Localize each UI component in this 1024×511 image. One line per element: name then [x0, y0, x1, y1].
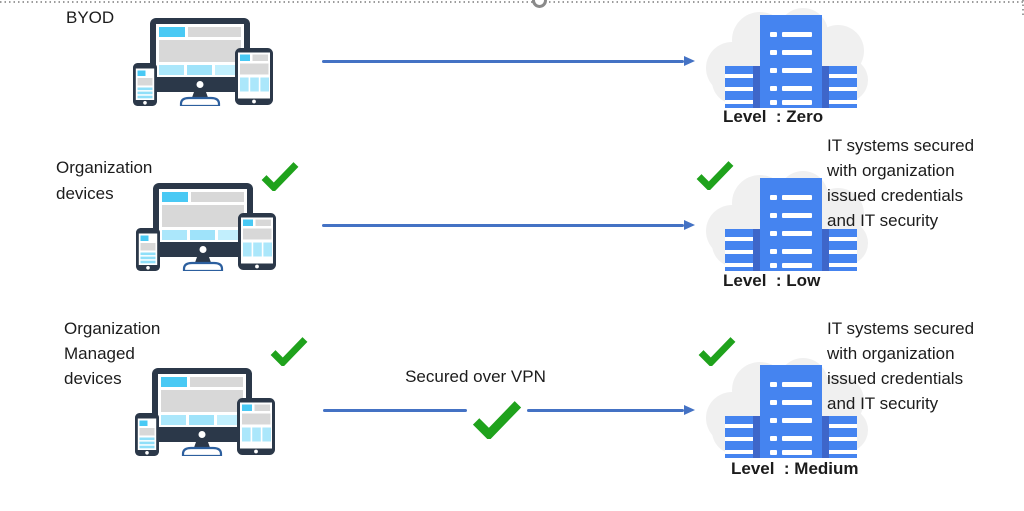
level-low-label[interactable]: Level : Low [723, 271, 821, 290]
devices-icon[interactable] [135, 368, 275, 456]
devices-icon[interactable] [133, 18, 273, 106]
label-line: BYOD [66, 8, 115, 27]
secured-over-vpn-label[interactable]: Secured over VPN [405, 367, 546, 386]
right-arrow-line-right-segment[interactable] [527, 409, 684, 412]
right-arrow-line-left-segment[interactable] [323, 409, 467, 412]
it-systems-description[interactable]: IT systems secured with organization iss… [827, 133, 974, 233]
checkmark-icon [472, 401, 522, 439]
organization-devices-label[interactable]: Organization devices [56, 155, 152, 207]
right-arrow-line[interactable] [322, 60, 684, 63]
description-line: and IT security [827, 211, 939, 230]
right-arrow-head-icon [684, 405, 695, 415]
description-line: with organization [827, 344, 955, 363]
right-arrow-head-icon [684, 220, 695, 230]
byod-label[interactable]: BYOD [66, 5, 114, 31]
devices-icon[interactable] [136, 183, 276, 271]
it-systems-description[interactable]: IT systems secured with organization iss… [827, 316, 974, 416]
placeholder-dashed-border-right [1022, 0, 1024, 17]
organization-managed-devices-label[interactable]: Organization Managed devices [64, 316, 160, 391]
right-arrow-head-icon [684, 56, 695, 66]
selection-handle[interactable] [532, 0, 547, 8]
description-line: with organization [827, 161, 955, 180]
description-line: IT systems secured [827, 136, 975, 155]
label-line: Managed [64, 344, 135, 363]
label-line: devices [64, 369, 122, 388]
description-line: and IT security [827, 394, 939, 413]
cloud-server-icon[interactable] [700, 6, 870, 110]
right-arrow-line[interactable] [322, 224, 684, 227]
label-line: devices [56, 184, 114, 203]
level-zero-label[interactable]: Level : Zero [723, 107, 824, 126]
label-line: Organization [64, 319, 161, 338]
checkmark-icon [261, 162, 299, 191]
description-line: issued credentials [827, 369, 964, 388]
level-medium-label[interactable]: Level : Medium [731, 459, 859, 478]
description-line: issued credentials [827, 186, 964, 205]
label-line: Organization [56, 158, 153, 177]
description-line: IT systems secured [827, 319, 975, 338]
placeholder-dashed-border [0, 1, 1024, 3]
checkmark-icon [270, 337, 308, 366]
